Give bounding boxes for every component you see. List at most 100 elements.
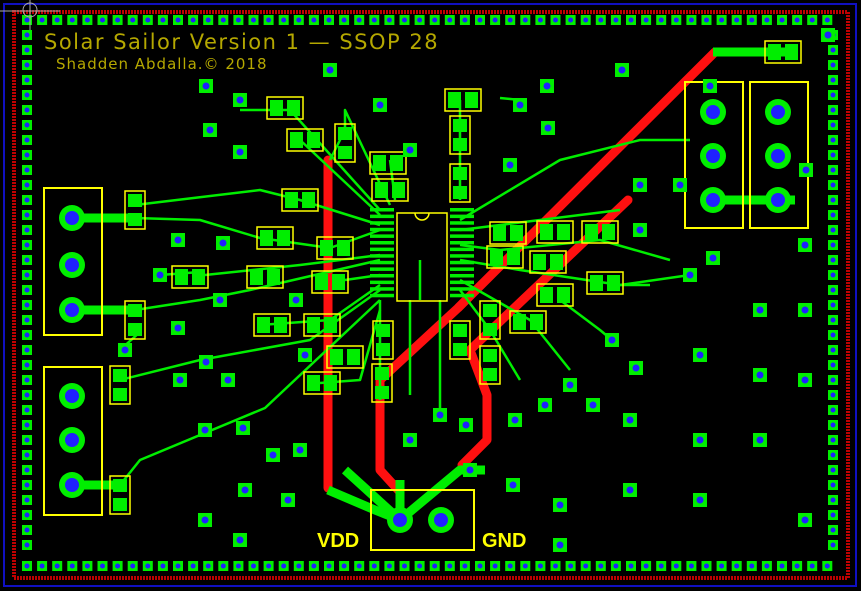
smd-pad: [270, 100, 283, 116]
component-outline: [124, 300, 146, 340]
via-hole: [830, 242, 836, 248]
ic-pin: [370, 221, 394, 225]
via-hole: [219, 239, 227, 247]
via-hole: [24, 212, 30, 218]
smd-pad: [307, 317, 320, 333]
component-outline: [536, 283, 574, 307]
via-hole: [830, 347, 836, 353]
via-hole: [301, 351, 309, 359]
component-outline: [246, 265, 284, 289]
via-hole: [24, 167, 30, 173]
smd-pad: [285, 192, 298, 208]
via-hole: [100, 563, 105, 569]
via-hole: [568, 563, 574, 569]
header-left-bottom-outline: [43, 366, 103, 516]
smd-pad: [260, 230, 273, 246]
smd-pad: [376, 343, 390, 356]
power-connector-hole: [434, 513, 448, 527]
via-hole: [190, 17, 196, 23]
smd-pad: [483, 304, 497, 317]
via-hole: [100, 17, 105, 23]
component-outline: [529, 250, 567, 274]
via-hole: [830, 467, 836, 473]
via-hole: [266, 17, 272, 23]
via-hole: [266, 563, 272, 569]
via-hole: [830, 167, 836, 173]
via-hole: [436, 411, 444, 419]
smd-pad: [113, 369, 127, 382]
ic-pin: [370, 293, 394, 298]
ic-outline: [396, 212, 448, 302]
smd-pad: [550, 254, 563, 270]
via-hole: [115, 17, 121, 23]
via-hole: [696, 496, 704, 504]
via-hole: [24, 347, 30, 353]
via-hole: [24, 197, 30, 203]
via-hole: [24, 437, 30, 443]
via-hole: [24, 107, 30, 113]
via-hole: [830, 317, 836, 323]
via-hole: [522, 17, 528, 23]
via-hole: [205, 17, 211, 23]
via-hole: [121, 346, 129, 354]
via-hole: [626, 486, 634, 494]
smd-pad: [287, 100, 300, 116]
via-hole: [830, 227, 836, 233]
smd-pad: [493, 225, 506, 241]
bottom-trace: [457, 195, 633, 470]
smd-pad: [332, 274, 345, 290]
via-hole: [509, 481, 517, 489]
via-hole: [24, 332, 30, 338]
via-hole: [688, 17, 694, 23]
via-hole: [779, 563, 785, 569]
smd-pad: [113, 479, 127, 492]
via-hole: [160, 17, 166, 23]
via-hole: [224, 376, 232, 384]
smd-pad: [607, 275, 620, 291]
ic-pin: [370, 208, 394, 212]
smd-pad: [337, 240, 350, 256]
via-hole: [269, 451, 277, 459]
ic-pin: [370, 214, 394, 219]
via-hole: [69, 563, 75, 569]
smd-pad: [507, 249, 520, 265]
smd-pad: [192, 269, 205, 285]
via-hole: [24, 527, 30, 533]
header-right-b-outline: [749, 81, 809, 229]
via-hole: [658, 17, 664, 23]
via-hole: [583, 17, 589, 23]
component-outline: [326, 345, 364, 369]
via-hole: [553, 563, 558, 569]
ic-pin: [450, 254, 474, 258]
via-hole: [284, 496, 292, 504]
via-hole: [830, 182, 836, 188]
via-hole: [477, 17, 483, 23]
via-hole: [749, 17, 755, 23]
header-left-bottom-hole: [65, 389, 79, 403]
via-hole: [356, 563, 362, 569]
via-hole: [749, 563, 755, 569]
top-layer-traces: [72, 47, 795, 525]
via-hole: [830, 77, 836, 83]
via-hole: [756, 436, 764, 444]
smd-pad: [274, 317, 287, 333]
via-hole: [241, 486, 249, 494]
via-hole: [326, 66, 334, 74]
smd-pad: [557, 224, 570, 240]
via-hole: [719, 17, 725, 23]
via-hole: [583, 563, 589, 569]
via-hole: [794, 17, 800, 23]
ic-pin: [450, 260, 474, 265]
smd-pad: [376, 324, 390, 337]
via-hole: [24, 272, 30, 278]
via-hole: [24, 152, 30, 158]
ic-pin: [450, 247, 474, 252]
via-hole: [830, 152, 836, 158]
smd-pad: [315, 274, 328, 290]
header-right-a-hole: [706, 105, 720, 119]
smd-pad: [602, 224, 615, 240]
smd-pad: [338, 146, 352, 159]
via-hole: [511, 416, 519, 424]
component-outline: [371, 363, 393, 403]
